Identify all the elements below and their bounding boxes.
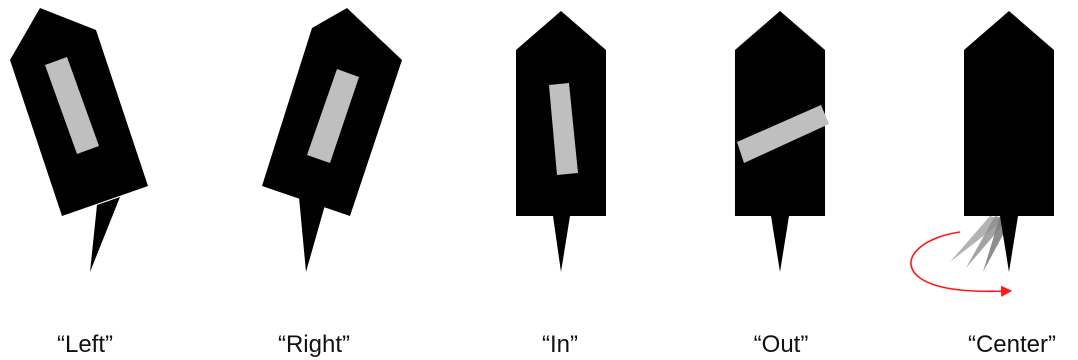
marker-tip xyxy=(1000,216,1018,272)
caption-in: “In” xyxy=(542,331,578,358)
caption-out: “Out” xyxy=(754,331,809,358)
caption-center: “Center” xyxy=(968,331,1056,358)
marker-body xyxy=(964,11,1054,216)
caption-right: “Right” xyxy=(278,331,350,358)
figure-right: “Right” xyxy=(262,8,402,358)
figure-left: “Left” xyxy=(10,8,148,358)
marker-tip xyxy=(553,216,570,272)
marker-tip xyxy=(299,197,325,272)
caption-left: “Left” xyxy=(57,331,113,358)
figure-out: “Out” xyxy=(735,11,829,358)
marker-tip xyxy=(771,216,789,272)
figure-in: “In” xyxy=(516,11,606,358)
marker-tip xyxy=(90,197,120,272)
figure-center: “Center” xyxy=(911,11,1056,358)
